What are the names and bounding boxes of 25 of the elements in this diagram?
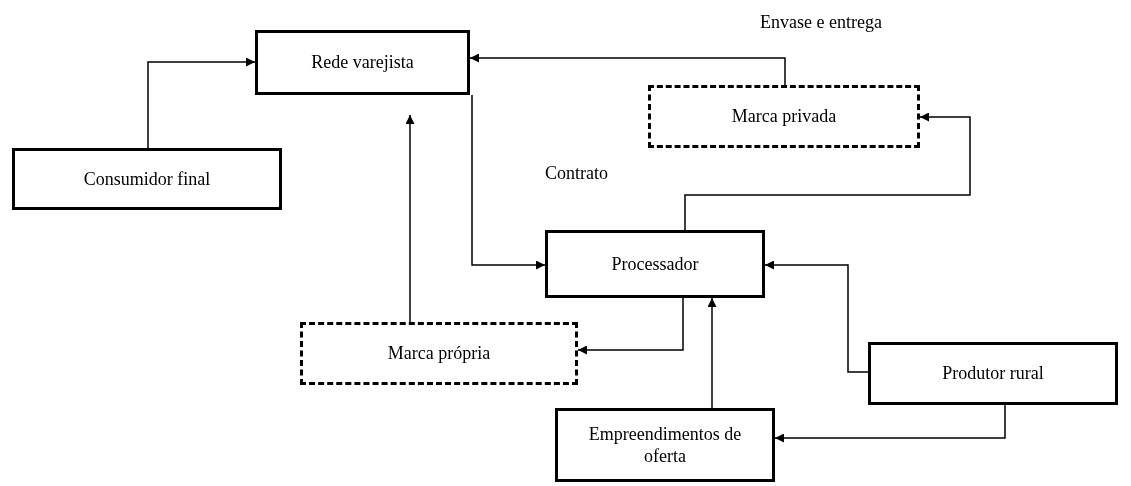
process-box	[255, 30, 470, 95]
node-label: Processador	[611, 252, 699, 276]
arrow	[707, 297, 717, 409]
annotation-text: Contrato	[545, 163, 608, 184]
node-label: Empreendimentos de oferta	[587, 422, 743, 468]
process-box	[545, 230, 765, 298]
arrow	[684, 112, 971, 231]
arrow	[774, 404, 1006, 443]
node-label: Consumidor final	[83, 167, 211, 191]
arrow	[577, 297, 684, 355]
annotation-text: Envase e entrega	[760, 12, 882, 33]
node-label: Marca privada	[731, 105, 837, 128]
process-box	[300, 322, 578, 385]
process-box	[648, 85, 920, 148]
arrow	[147, 57, 256, 149]
node-label: Marca própria	[387, 342, 491, 365]
process-box	[868, 342, 1118, 405]
arrow	[764, 260, 869, 373]
node-label: Produtor rural	[942, 362, 1044, 385]
process-box	[12, 148, 282, 210]
node-label: Rede varejista	[311, 51, 414, 74]
arrow	[405, 114, 415, 323]
arrow	[471, 94, 546, 270]
arrow	[469, 53, 786, 86]
process-box	[555, 408, 775, 482]
